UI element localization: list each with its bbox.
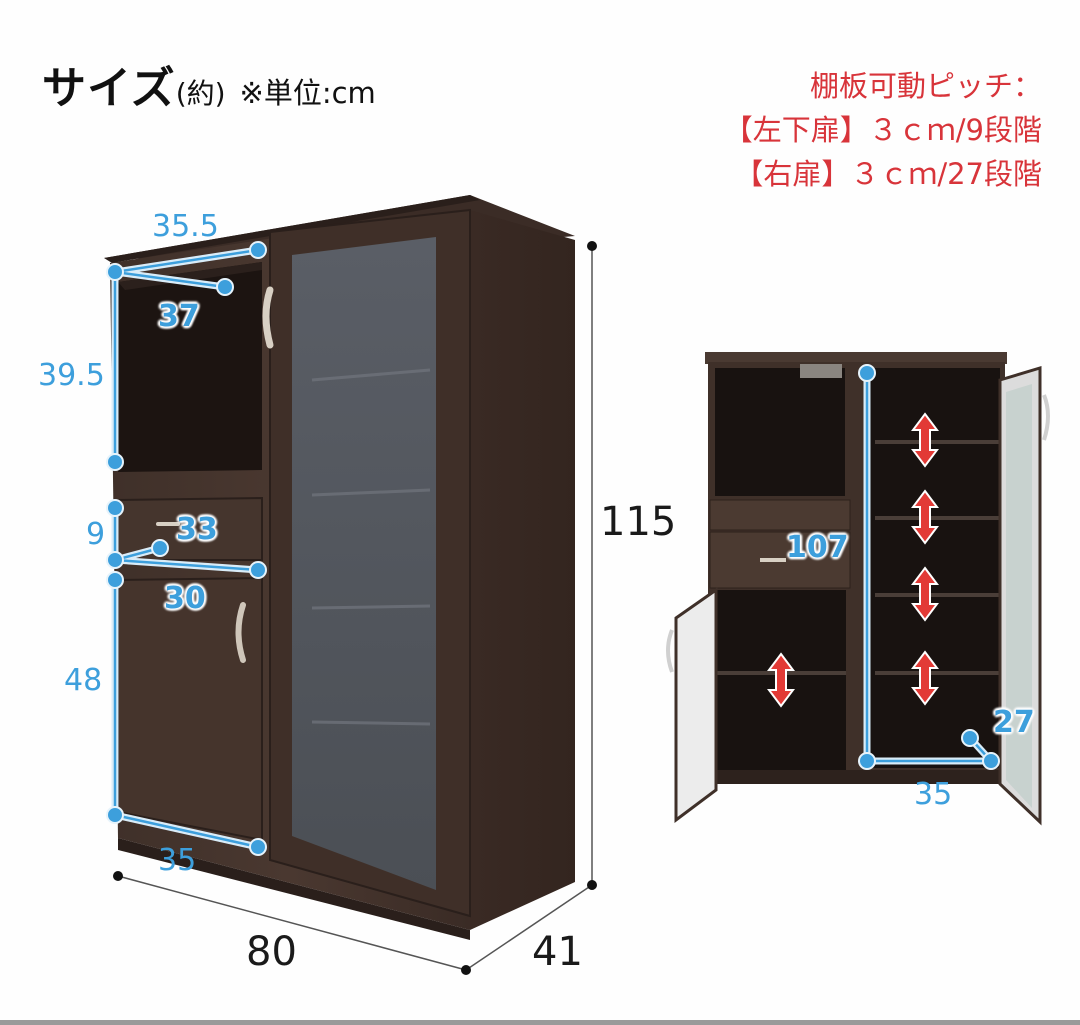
shelf-pitch-note: 棚板可動ピッチ： 【左下扉】３ｃｍ/9段階 【右扉】３ｃｍ/27段階 (724, 64, 1042, 196)
title-main: サイズ (42, 63, 176, 114)
open-shelf (118, 262, 262, 472)
adjustable-shelf-arrows (767, 412, 939, 708)
label-right-cabinet-width: 35 (914, 777, 953, 812)
door-glass (292, 237, 436, 890)
pitch-left-door: 【左下扉】３ｃｍ/9段階 (723, 113, 1042, 147)
overall-dimension-lines (117, 246, 593, 971)
glass-door-handle (262, 286, 274, 349)
cabinet-side (470, 210, 575, 930)
pitch-right-door: 【右扉】３ｃｍ/27段階 (734, 157, 1042, 191)
drawer-handle (156, 522, 180, 526)
label-drawer-width: 33 (176, 512, 218, 547)
title-approx: (約) (175, 77, 226, 110)
page-title: サイズ(約) ※単位:cm (42, 52, 376, 116)
open-top (705, 352, 1007, 364)
label-open-shelf-depth: 37 (158, 299, 200, 334)
unit-note: ※単位:cm (239, 76, 376, 110)
label-open-shelf-height: 39.5 (38, 358, 105, 393)
lower-door-handle (235, 602, 246, 663)
label-open-shelf-width: 35.5 (152, 209, 219, 244)
label-overall-width: 80 (246, 929, 297, 975)
label-right-cabinet-height: 107 (786, 530, 849, 565)
label-drawer-depth: 30 (164, 581, 206, 616)
label-overall-depth: 41 (532, 929, 583, 975)
pitch-heading: 棚板可動ピッチ： (809, 69, 1042, 103)
bottom-divider (0, 1020, 1080, 1025)
label-lower-cabinet-height: 48 (64, 663, 103, 698)
open-left-door (674, 587, 718, 823)
label-right-cabinet-depth: 27 (993, 705, 1035, 740)
label-overall-height: 115 (600, 499, 677, 545)
label-drawer-height: 9 (86, 517, 106, 552)
label-lower-cabinet-width: 35 (158, 843, 197, 878)
